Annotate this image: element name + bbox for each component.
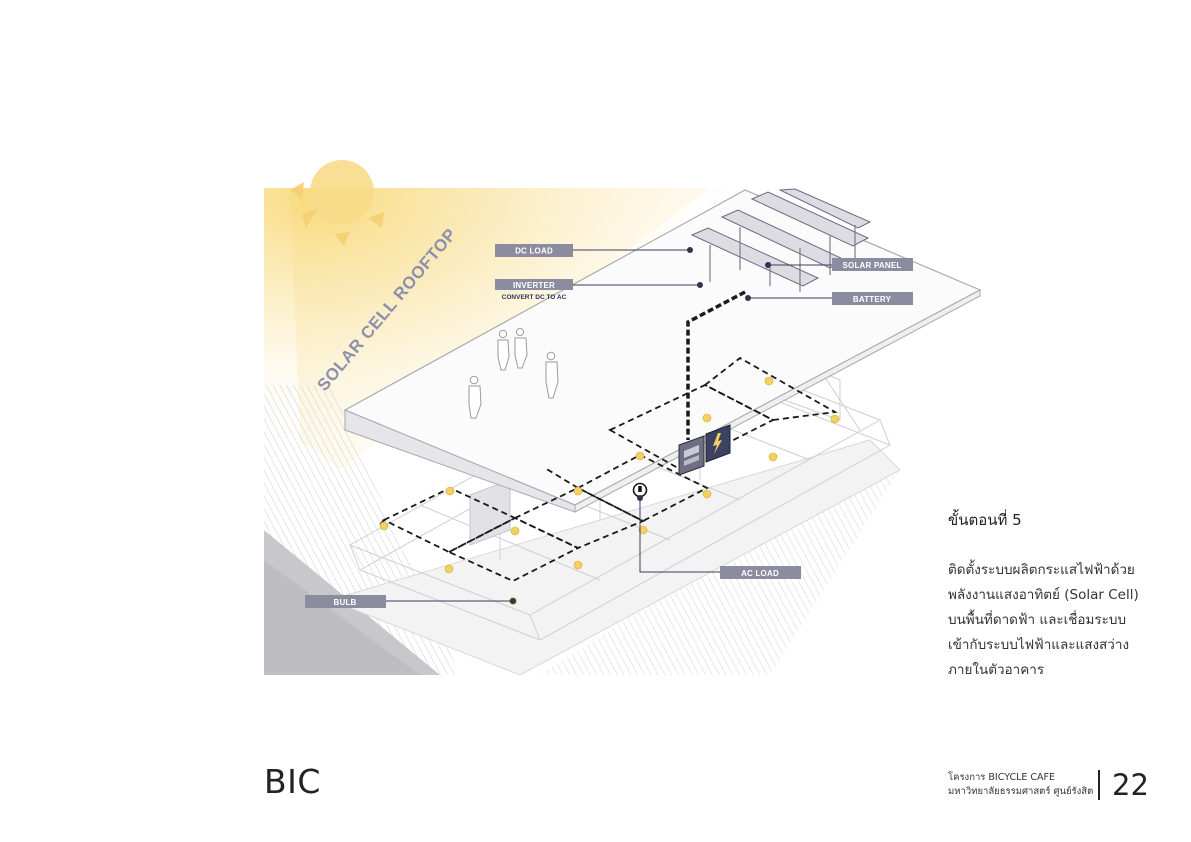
label-inverter: INVERTER CONVERT DC TO AC (495, 279, 573, 301)
bulb-icon (702, 413, 712, 423)
bulb-icon (573, 560, 583, 570)
outlet-icon (632, 482, 648, 498)
bulb-icon (445, 486, 455, 496)
wiring-network (377, 356, 838, 582)
solar-panels (690, 188, 872, 292)
callout-leaders (386, 249, 832, 602)
svg-text:SOLAR PANEL: SOLAR PANEL (843, 261, 902, 270)
footer-divider (1098, 770, 1100, 800)
svg-text:AC LOAD: AC LOAD (741, 569, 779, 578)
bulb-icon (764, 376, 774, 386)
bulb-icon (768, 452, 778, 462)
bulb-icon (510, 526, 520, 536)
inverter-subtitle: CONVERT DC TO AC (502, 294, 567, 301)
desc-line: เข้ากับระบบไฟฟ้าและแสงสว่าง (948, 637, 1130, 653)
svg-text:DC LOAD: DC LOAD (515, 247, 553, 256)
step-title: ขั้นตอนที่ 5 (948, 511, 1022, 529)
wall-block (469, 479, 511, 546)
step-description: ติดตั้งระบบผลิตกระแสไฟฟ้าด้วย พลังงานแสง… (948, 558, 1153, 683)
battery-cable (686, 290, 746, 440)
bulb-icon (635, 451, 645, 461)
sun-icon (290, 160, 384, 246)
light-bulbs (379, 376, 840, 605)
university-name: มหาวิทยาลัยธรรมศาสตร์ ศูนย์รังสิต (948, 786, 1094, 797)
project-info: โครงการ BICYCLE CAFE มหาวิทยาลัยธรรมศาสต… (948, 771, 1093, 799)
desc-line: ติดตั้งระบบผลิตกระแสไฟฟ้าด้วย (948, 562, 1135, 578)
bulb-icon (702, 489, 712, 499)
people-silhouettes (468, 327, 559, 419)
bulb-icon (830, 414, 840, 424)
inverter-unit (678, 435, 705, 476)
bulb-icon (444, 564, 454, 574)
bulb-icon (573, 486, 583, 496)
bulb-icon (379, 521, 389, 531)
bulb-icon (638, 525, 648, 535)
label-solar-panel: SOLAR PANEL (832, 258, 913, 271)
svg-text:BATTERY: BATTERY (853, 295, 892, 304)
label-battery: BATTERY (832, 292, 913, 305)
label-ac-load: AC LOAD (720, 566, 801, 579)
label-dc-load: DC LOAD (495, 244, 573, 257)
battery-unit (705, 424, 731, 463)
svg-text:INVERTER: INVERTER (513, 281, 555, 290)
desc-line: พลังงานแสงอาทิตย์ (Solar Cell) (948, 587, 1139, 603)
label-bulb: BULB (305, 595, 386, 608)
desc-line: ภายในตัวอาคาร (948, 662, 1045, 678)
page-number: 22 (1112, 768, 1149, 802)
ground (264, 385, 901, 676)
brand-logo-text: BIC (264, 762, 321, 801)
svg-text:BULB: BULB (333, 598, 356, 607)
callout-dots (510, 247, 771, 604)
desc-line: บนพื้นที่ดาดฟ้า และเชื่อมระบบ (948, 612, 1127, 628)
project-name: โครงการ BICYCLE CAFE (948, 772, 1056, 783)
